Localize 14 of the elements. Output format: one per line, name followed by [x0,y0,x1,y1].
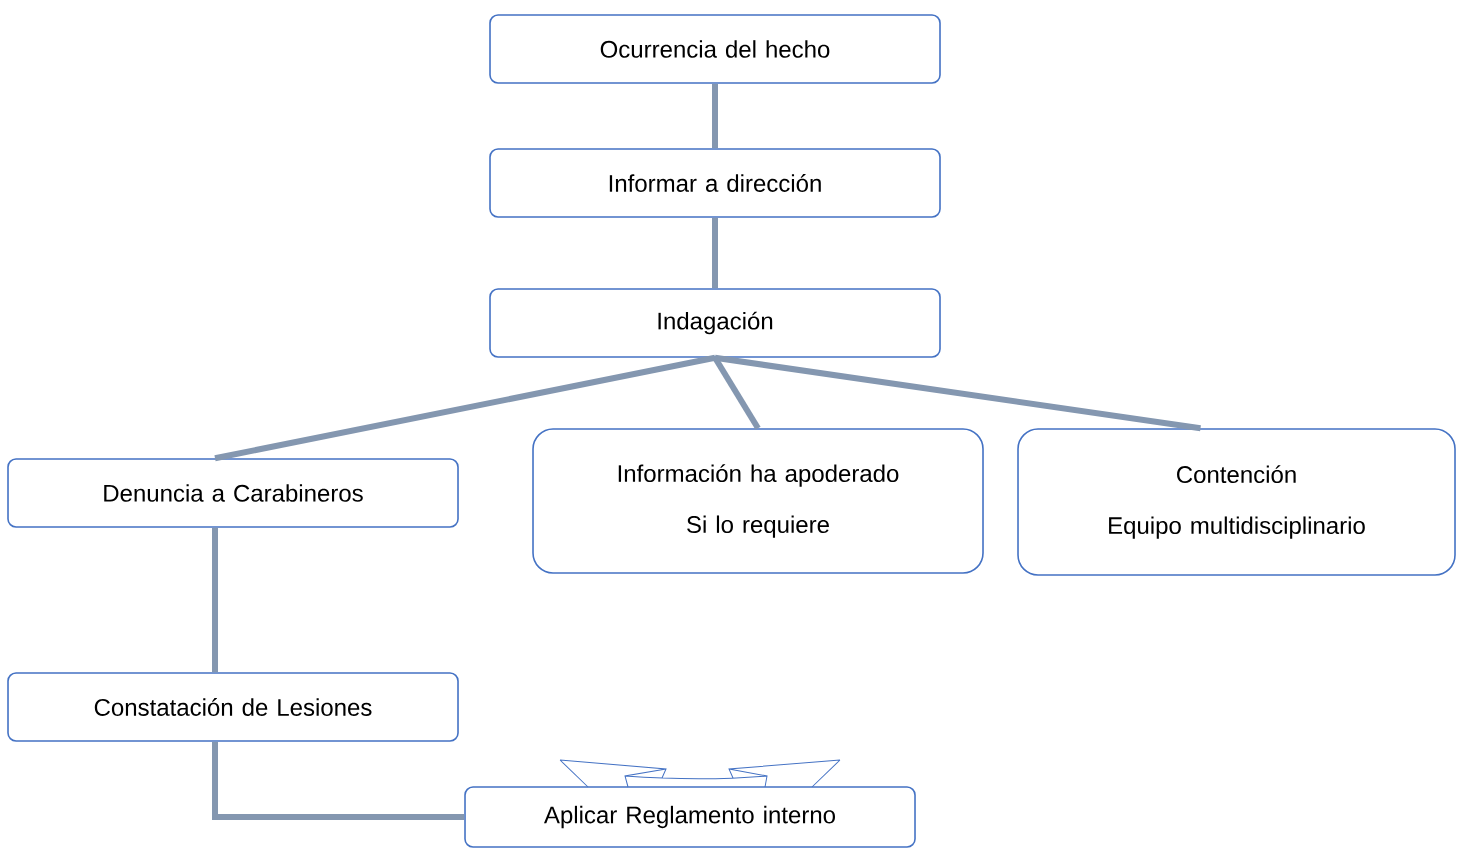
connector-line [212,527,218,673]
process-box: Contención Equipo multidisciplinario [1017,428,1456,576]
connector-line [712,83,718,149]
connector-line [212,741,465,820]
process-box: Aplicar Reglamento interno [464,786,916,848]
process-box: Indagación [489,288,941,358]
process-box: Información ha apoderado Si lo requiere [532,428,984,574]
connector-line [712,217,718,289]
process-box: Ocurrencia del hecho [489,14,941,84]
connector-line [214,354,716,462]
process-box: Informar a dirección [489,148,941,218]
connector-line [714,354,1201,432]
process-box: Constatación de Lesiones [7,672,459,742]
process-box: Denuncia a Carabineros [7,458,459,528]
